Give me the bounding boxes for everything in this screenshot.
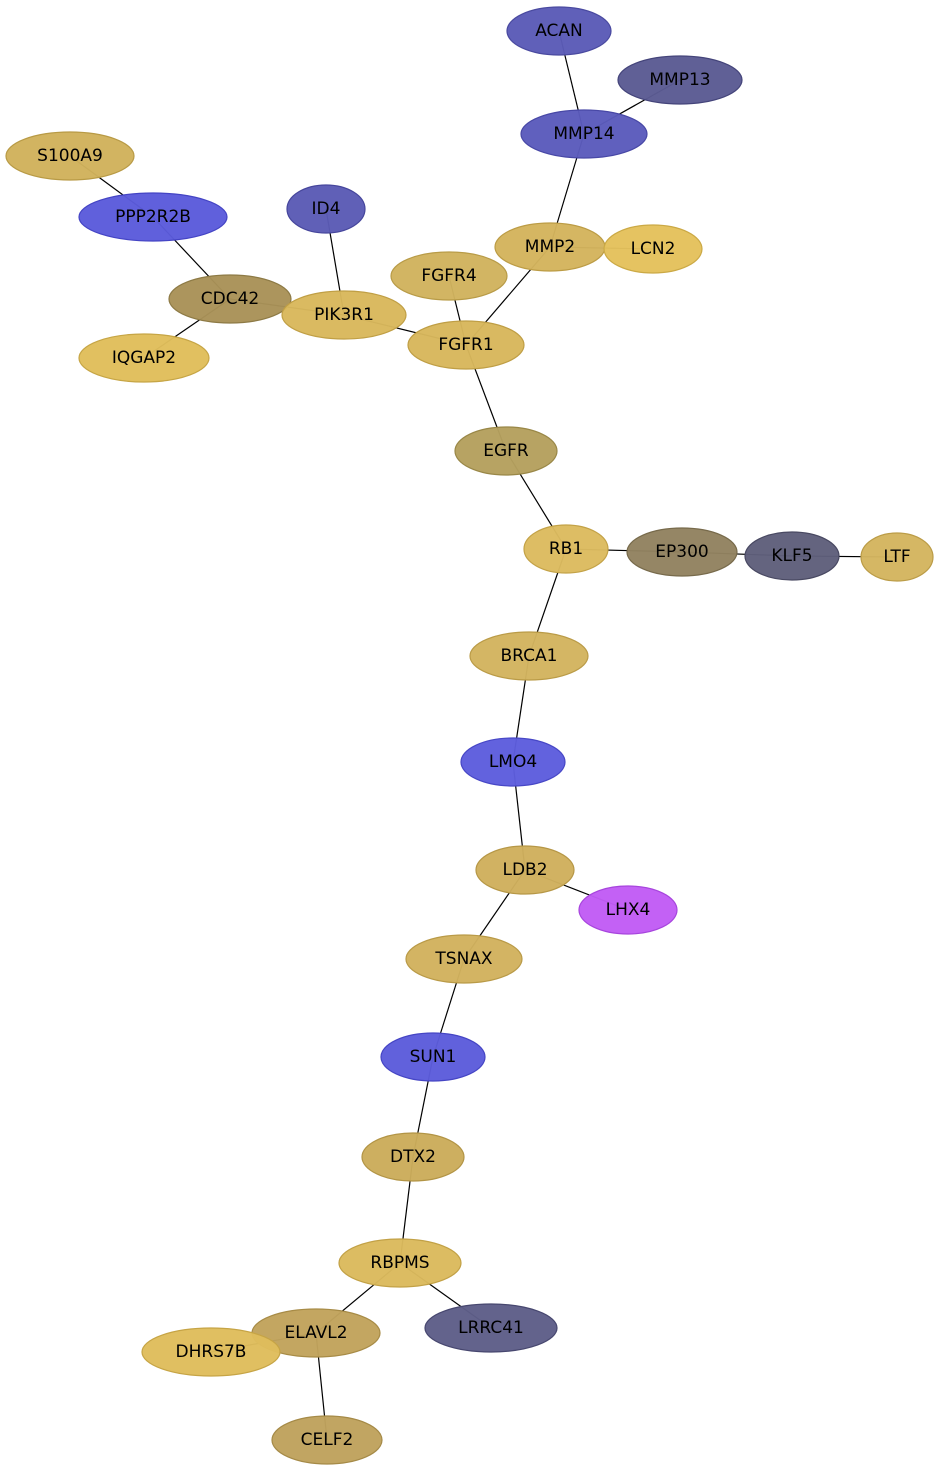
node-ellipse-klf5[interactable] (744, 531, 840, 581)
node-brca1[interactable]: BRCA1 (469, 631, 589, 681)
node-ellipse-fgfr4[interactable] (390, 251, 508, 301)
node-pik3r1[interactable]: PIK3R1 (281, 290, 407, 340)
node-label-egfr: EGFR (483, 441, 529, 461)
node-ellipse-iqgap2[interactable] (78, 333, 210, 383)
node-ellipse-ltf[interactable] (860, 532, 934, 582)
node-ellipse-dhrs7b[interactable] (141, 1327, 281, 1377)
node-ellipse-lhx4[interactable] (578, 885, 678, 935)
node-tsnax[interactable]: TSNAX (405, 934, 523, 984)
node-label-klf5: KLF5 (771, 546, 812, 566)
node-label-s100a9: S100A9 (37, 146, 103, 166)
node-label-lmo4: LMO4 (489, 752, 537, 772)
node-label-cdc42: CDC42 (201, 289, 259, 309)
node-ellipse-mmp14[interactable] (520, 109, 648, 159)
node-ellipse-lrrc41[interactable] (424, 1303, 558, 1353)
node-label-dhrs7b: DHRS7B (176, 1342, 247, 1362)
node-lrrc41[interactable]: LRRC41 (424, 1303, 558, 1353)
node-mmp2[interactable]: MMP2 (494, 222, 606, 272)
node-label-fgfr1: FGFR1 (438, 335, 493, 355)
node-ellipse-ppp2r2b[interactable] (78, 192, 228, 242)
node-label-ep300: EP300 (655, 542, 708, 562)
node-ellipse-pik3r1[interactable] (281, 290, 407, 340)
node-mmp14[interactable]: MMP14 (520, 109, 648, 159)
node-label-mmp14: MMP14 (553, 124, 614, 144)
node-ellipse-rbpms[interactable] (338, 1238, 462, 1288)
node-id4[interactable]: ID4 (286, 184, 366, 234)
node-ellipse-cdc42[interactable] (168, 274, 292, 324)
node-lhx4[interactable]: LHX4 (578, 885, 678, 935)
node-label-lhx4: LHX4 (606, 900, 651, 920)
node-label-mmp2: MMP2 (525, 237, 575, 257)
node-label-ppp2r2b: PPP2R2B (115, 207, 191, 227)
node-ppp2r2b[interactable]: PPP2R2B (78, 192, 228, 242)
node-ellipse-mmp13[interactable] (617, 55, 743, 105)
node-dtx2[interactable]: DTX2 (361, 1132, 465, 1182)
node-ellipse-acan[interactable] (506, 6, 612, 56)
node-ellipse-tsnax[interactable] (405, 934, 523, 984)
node-ellipse-id4[interactable] (286, 184, 366, 234)
node-celf2[interactable]: CELF2 (271, 1415, 383, 1465)
node-label-acan: ACAN (535, 21, 583, 41)
node-label-brca1: BRCA1 (501, 646, 558, 666)
node-ellipse-brca1[interactable] (469, 631, 589, 681)
edge-layer (69, 30, 898, 1441)
node-s100a9[interactable]: S100A9 (5, 131, 135, 181)
node-ellipse-s100a9[interactable] (5, 131, 135, 181)
node-iqgap2[interactable]: IQGAP2 (78, 333, 210, 383)
node-ellipse-celf2[interactable] (271, 1415, 383, 1465)
node-fgfr4[interactable]: FGFR4 (390, 251, 508, 301)
node-mmp13[interactable]: MMP13 (617, 55, 743, 105)
node-label-id4: ID4 (312, 199, 341, 219)
node-fgfr1[interactable]: FGFR1 (407, 320, 525, 370)
node-ellipse-fgfr1[interactable] (407, 320, 525, 370)
node-acan[interactable]: ACAN (506, 6, 612, 56)
node-ellipse-ep300[interactable] (626, 527, 738, 577)
node-ep300[interactable]: EP300 (626, 527, 738, 577)
node-label-ltf: LTF (883, 547, 910, 567)
node-cdc42[interactable]: CDC42 (168, 274, 292, 324)
node-lcn2[interactable]: LCN2 (603, 224, 703, 274)
node-ellipse-lcn2[interactable] (603, 224, 703, 274)
node-label-lrrc41: LRRC41 (458, 1318, 524, 1338)
node-ellipse-ldb2[interactable] (475, 845, 575, 895)
node-label-fgfr4: FGFR4 (421, 266, 476, 286)
node-ellipse-dtx2[interactable] (361, 1132, 465, 1182)
node-lmo4[interactable]: LMO4 (460, 737, 566, 787)
node-dhrs7b[interactable]: DHRS7B (141, 1327, 281, 1377)
node-label-rbpms: RBPMS (370, 1253, 429, 1273)
node-label-iqgap2: IQGAP2 (112, 348, 176, 368)
node-label-elavl2: ELAVL2 (284, 1323, 347, 1343)
node-ldb2[interactable]: LDB2 (475, 845, 575, 895)
node-rb1[interactable]: RB1 (523, 524, 609, 574)
node-ellipse-egfr[interactable] (454, 426, 558, 476)
node-klf5[interactable]: KLF5 (744, 531, 840, 581)
node-label-mmp13: MMP13 (649, 70, 710, 90)
node-label-celf2: CELF2 (301, 1430, 354, 1450)
node-label-pik3r1: PIK3R1 (314, 305, 374, 325)
node-ltf[interactable]: LTF (860, 532, 934, 582)
node-label-ldb2: LDB2 (502, 860, 547, 880)
node-ellipse-sun1[interactable] (380, 1032, 486, 1082)
node-egfr[interactable]: EGFR (454, 426, 558, 476)
node-label-rb1: RB1 (549, 539, 583, 559)
node-rbpms[interactable]: RBPMS (338, 1238, 462, 1288)
node-label-lcn2: LCN2 (631, 239, 676, 259)
node-label-tsnax: TSNAX (434, 949, 493, 969)
node-sun1[interactable]: SUN1 (380, 1032, 486, 1082)
node-ellipse-rb1[interactable] (523, 524, 609, 574)
node-ellipse-lmo4[interactable] (460, 737, 566, 787)
node-label-sun1: SUN1 (410, 1047, 457, 1067)
node-label-dtx2: DTX2 (390, 1147, 436, 1167)
